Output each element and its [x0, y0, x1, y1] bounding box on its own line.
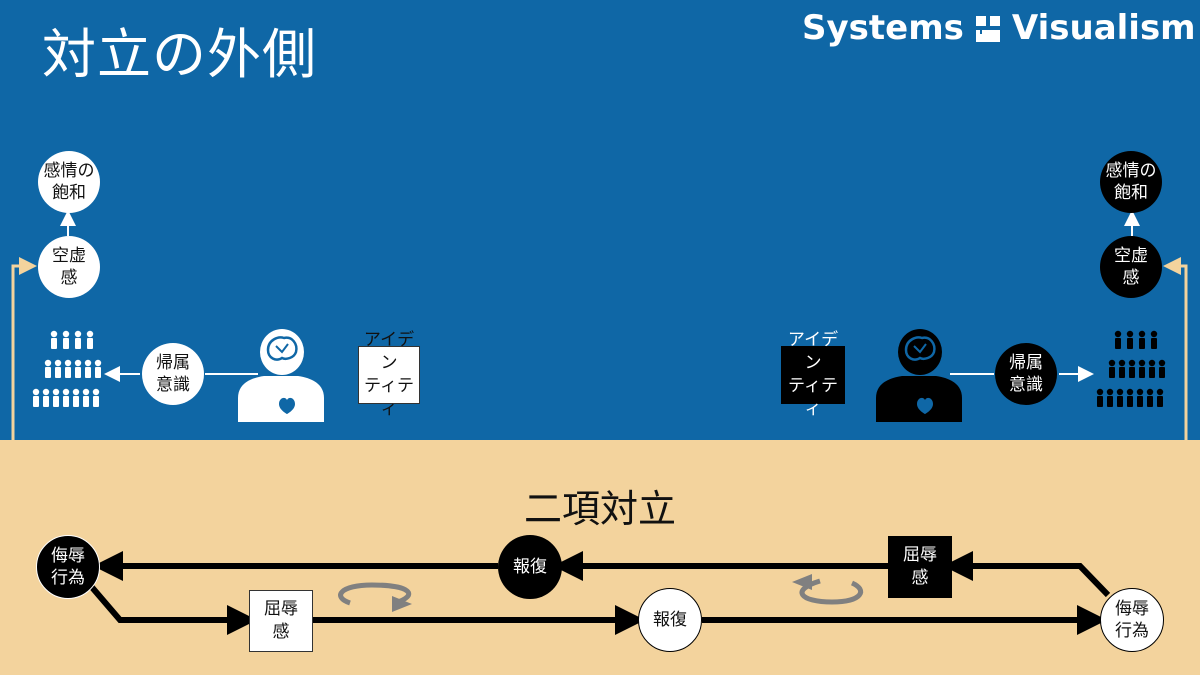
brand-right-text: Visualism — [1011, 8, 1196, 48]
right-saturation-line1: 感情の — [1105, 161, 1157, 181]
left-belonging-node: 帰属意識 — [142, 343, 204, 405]
humiliation-left-line2: 感 — [272, 622, 290, 642]
right-identity-line2: ティティ — [788, 376, 838, 419]
right-emptiness-line1: 空虚 — [1114, 246, 1148, 266]
left-emptiness-node: 空虚感 — [38, 236, 100, 298]
left-feedback-line — [11, 257, 37, 440]
brand-logo: Systems Visualism — [802, 8, 1196, 48]
right-person-icon — [876, 329, 962, 422]
right-belonging-line2: 意識 — [1009, 375, 1043, 395]
left-belonging-line2: 意識 — [156, 375, 190, 395]
loop-arrow-right-icon — [792, 574, 864, 605]
humiliation-right-line1: 屈辱 — [903, 545, 937, 565]
left-saturation-line1: 感情の — [43, 161, 95, 181]
insult-node-right: 侮辱行為 — [1100, 588, 1164, 652]
humiliation-box-right: 屈辱感 — [888, 536, 952, 598]
right-identity-line1: アイデン — [787, 330, 839, 373]
humiliation-right-line2: 感 — [911, 568, 929, 588]
right-belonging-node: 帰属意識 — [995, 343, 1057, 405]
right-feedback-line — [1163, 257, 1188, 440]
insult-right-line1: 侮辱 — [1115, 599, 1149, 619]
left-identity-line2: ティティ — [364, 376, 414, 419]
loop-arrow-left-icon — [338, 582, 412, 612]
left-saturation-node: 感情の飽和 — [38, 151, 100, 213]
brand-mark-icon — [974, 13, 1002, 43]
left-identity-line1: アイデン — [363, 330, 415, 373]
right-saturation-node: 感情の飽和 — [1100, 151, 1162, 213]
right-emptiness-line2: 感 — [1122, 268, 1140, 288]
right-saturation-line2: 飽和 — [1114, 183, 1148, 203]
humiliation-box-left: 屈辱感 — [249, 590, 313, 652]
right-identity-box: アイデンティティ — [781, 330, 845, 419]
insult-left-line2: 行為 — [51, 568, 85, 588]
left-belonging-line1: 帰属 — [156, 353, 190, 373]
left-emptiness-line2: 感 — [60, 268, 78, 288]
insult-right-line2: 行為 — [1115, 621, 1149, 641]
upper-flow-path — [943, 551, 1111, 598]
right-belonging-line1: 帰属 — [1009, 353, 1043, 373]
left-identity-box: アイデンティティ — [358, 330, 420, 419]
lower-flow-path — [87, 583, 257, 635]
left-saturation-line2: 飽和 — [52, 183, 86, 203]
brand-left-text: Systems — [802, 8, 964, 48]
revenge-top-label: 報復 — [513, 557, 547, 577]
revenge-node-bottom: 報復 — [638, 588, 702, 652]
left-crowd-icon — [32, 330, 102, 407]
bottom-title: 二項対立 — [523, 487, 676, 531]
right-emptiness-node: 空虚感 — [1100, 236, 1162, 298]
page-title: 対立の外側 — [42, 23, 317, 86]
revenge-bottom-label: 報復 — [653, 610, 687, 630]
humiliation-left-line1: 屈辱 — [264, 599, 298, 619]
bottom-panel — [0, 440, 1200, 675]
left-emptiness-line1: 空虚 — [52, 246, 86, 266]
revenge-node-top: 報復 — [498, 535, 562, 599]
left-person-icon — [238, 329, 324, 422]
insult-left-line1: 侮辱 — [51, 546, 85, 566]
insult-node-left: 侮辱行為 — [36, 535, 100, 599]
right-crowd-icon — [1096, 330, 1166, 407]
